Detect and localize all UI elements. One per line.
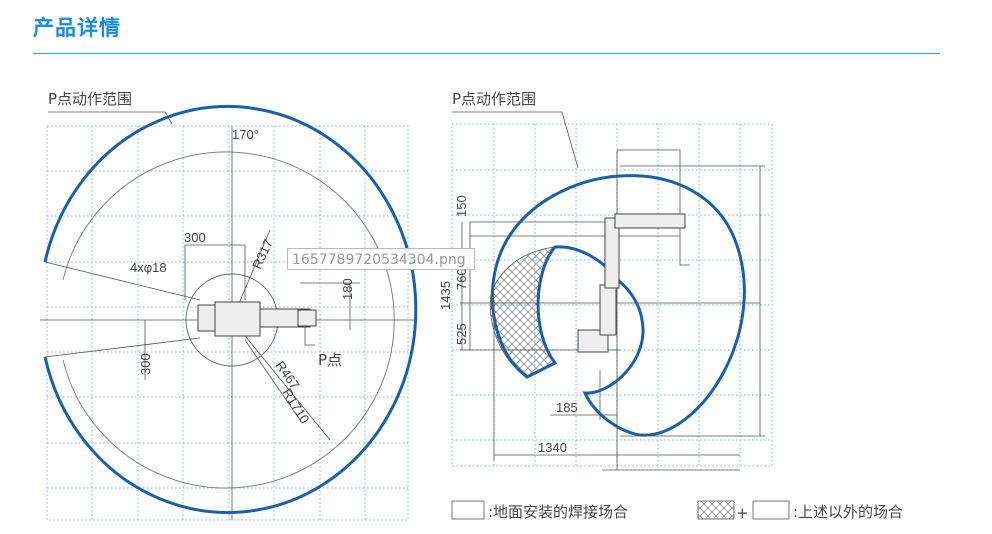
dim-525: 525	[454, 323, 469, 345]
dim-185: 185	[556, 400, 578, 415]
p-point-label: P点	[318, 351, 342, 369]
left-workspace: 170° 300 4xφ18 R317 180 300 P点 R467 R171…	[40, 90, 418, 520]
dim-760: 760	[454, 268, 469, 290]
filename-tooltip: 1657789720534304.png	[287, 248, 475, 270]
left-range-label: P点动作范围	[48, 90, 132, 108]
holes-label: 4xφ18	[130, 260, 167, 275]
p-point-range-arc	[43, 105, 418, 514]
dim-300-top: 300	[184, 230, 206, 245]
legend-hatch-box	[697, 500, 735, 520]
robot-side-view	[577, 213, 686, 353]
legend-plain-box	[451, 500, 485, 520]
dim-300-left: 300	[138, 353, 153, 375]
dim-180: 180	[340, 278, 355, 300]
legend-plain-box-2	[752, 500, 790, 520]
legend-item-2: :上述以外的场合	[793, 503, 903, 521]
r317-label: R317	[249, 237, 276, 272]
dim-1435: 1435	[438, 281, 453, 310]
page-title: 产品详情	[33, 16, 121, 40]
robot-top-view	[197, 301, 317, 337]
title-divider	[33, 53, 940, 54]
legend-item-1: :地面安装的焊接场合	[488, 503, 628, 521]
dim-150: 150	[454, 195, 469, 217]
dim-1340: 1340	[538, 440, 567, 455]
r1710-label: R1710	[279, 386, 312, 426]
legend: :地面安装的焊接场合 + :上述以外的场合	[451, 500, 903, 522]
right-workspace: 150 1435 760 525 185 1340 P点动作范围	[438, 90, 765, 471]
right-range-label: P点动作范围	[452, 90, 536, 108]
angle-label: 170°	[232, 127, 259, 142]
legend-plus: +	[736, 504, 749, 522]
